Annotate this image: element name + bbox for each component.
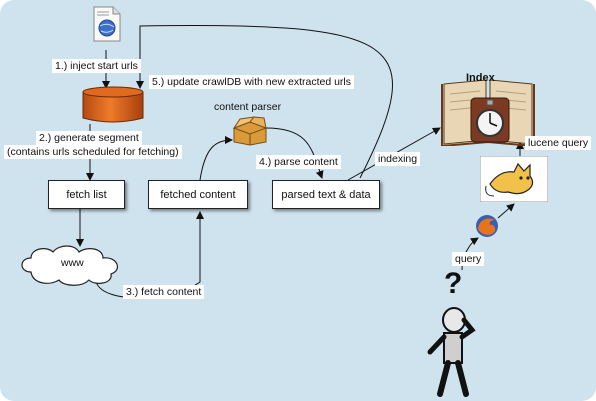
box-icon xyxy=(232,116,268,146)
arrow-update xyxy=(136,25,393,179)
step-generate-label-2: (contains urls scheduled for fetching) xyxy=(4,145,182,159)
firefox-icon xyxy=(475,214,499,238)
index-label: Index xyxy=(466,72,495,84)
fetched-content-box: fetched content xyxy=(148,180,248,209)
user-icon xyxy=(424,306,480,398)
stopwatch-icon xyxy=(469,96,511,144)
arrow-parse xyxy=(265,127,324,179)
step-update-label: 5.) update crawlDB with new extracted ur… xyxy=(149,75,355,89)
www-label: www xyxy=(61,257,84,269)
content-parser-label: content parser xyxy=(214,101,282,113)
www-cloud xyxy=(17,242,127,286)
question-mark: ? xyxy=(444,267,463,300)
query-label: query xyxy=(452,252,485,266)
tomcat-icon xyxy=(480,156,548,202)
document-icon xyxy=(93,6,121,42)
crawldb-icon xyxy=(82,86,144,126)
arrow-fetched-parser xyxy=(199,136,233,181)
step-generate-label-1: 2.) generate segment xyxy=(36,131,142,145)
step-fetch-label: 3.) fetch content xyxy=(123,285,205,299)
arrow-query xyxy=(461,237,479,271)
indexing-label: indexing xyxy=(375,152,421,166)
fetch-list-box: fetch list xyxy=(48,180,125,209)
arrow-browser-tomcat xyxy=(497,203,515,219)
parsed-text-box: parsed text & data xyxy=(272,180,380,209)
lucene-query-label: lucene query xyxy=(525,136,592,150)
step-inject-label: 1.) inject start urls xyxy=(52,59,141,73)
step-parse-label: 4.) parse content xyxy=(256,155,341,169)
